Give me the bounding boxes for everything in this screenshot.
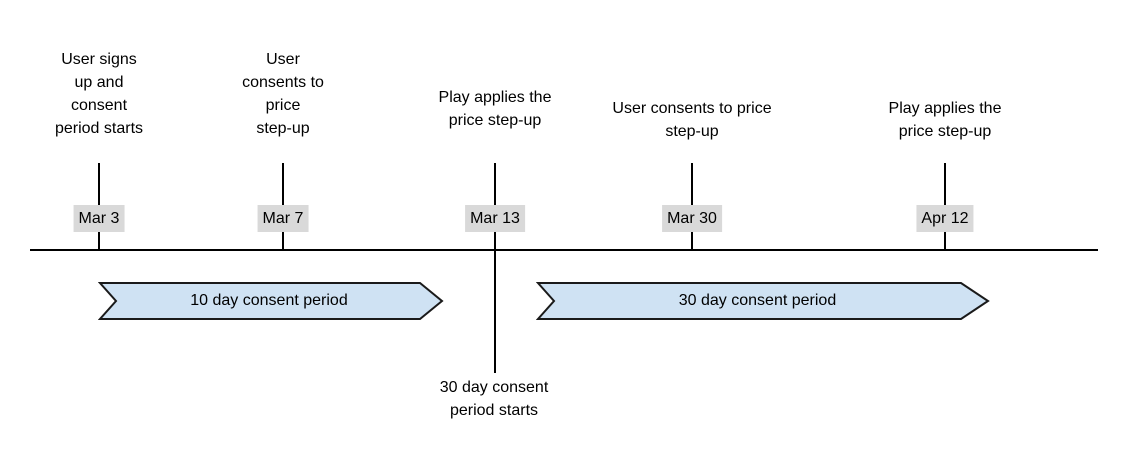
event-label-consent-1: User consents to price step-up xyxy=(242,51,324,137)
event-label-signup: User signs up and consent period starts xyxy=(54,51,144,137)
arrow-shape xyxy=(536,282,990,320)
consent-period-30-arrow xyxy=(536,282,990,320)
event-label-apply-2: Play applies the price step-up xyxy=(888,100,1002,140)
event-date-badge: Mar 13 xyxy=(465,205,525,232)
event-date-badge: Mar 7 xyxy=(257,205,309,232)
event-date-badge: Apr 12 xyxy=(916,205,974,232)
event-label-apply-1: Play applies the price step-up xyxy=(438,89,552,129)
event-date-badge: Mar 3 xyxy=(73,205,125,232)
event-below-label-30day-start: 30 day consent period starts xyxy=(439,379,549,419)
consent-period-30-label: 30 day consent period xyxy=(678,292,837,309)
event-date-badge: Mar 30 xyxy=(662,205,722,232)
timeline-axis xyxy=(30,249,1098,251)
consent-period-10-arrow xyxy=(98,282,444,320)
arrow-shape xyxy=(98,282,444,320)
event-label-consent-2: User consents to price step-up xyxy=(612,100,772,140)
event-tick-line xyxy=(494,163,496,373)
consent-period-10-label: 10 day consent period xyxy=(190,292,348,309)
